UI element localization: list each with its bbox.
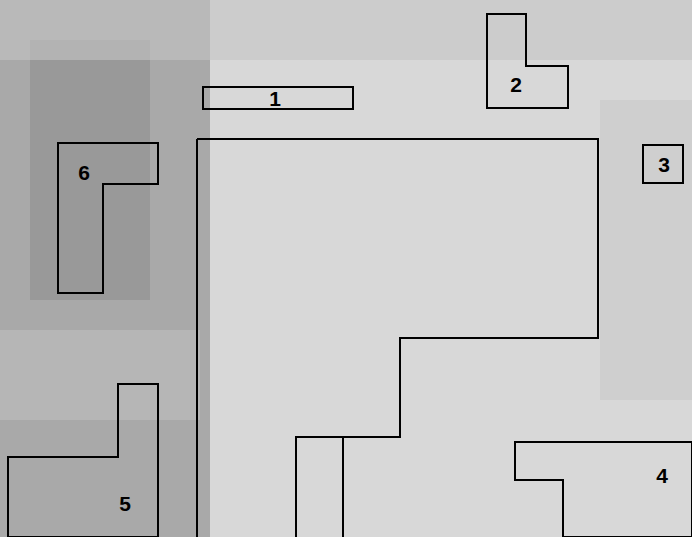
puzzle-piece: 3: [643, 145, 683, 183]
puzzle-piece: 2: [487, 14, 568, 108]
callout-number: 2: [510, 74, 522, 95]
puzzle-piece: 5: [8, 384, 158, 537]
piece-border: [8, 384, 158, 537]
callout-number: 1: [269, 88, 281, 109]
large-puzzle-piece: [197, 139, 598, 537]
piece-border: [643, 145, 683, 183]
column-shade: [600, 100, 692, 400]
piece-outline: [515, 442, 692, 537]
piece-outline: [8, 384, 158, 537]
piece-border: [487, 14, 568, 108]
piece-outline: [487, 14, 568, 108]
puzzle-piece: 1: [203, 87, 353, 109]
callout-number: 4: [656, 465, 668, 486]
photo-figure: [30, 40, 150, 300]
piece-border: [203, 87, 353, 109]
puzzle-piece: 4: [515, 442, 692, 537]
photo-shade: [0, 330, 200, 420]
photo-area: [0, 0, 210, 537]
puzzle-piece: 6: [58, 143, 158, 293]
piece-border: [515, 442, 692, 537]
callout-number: 3: [658, 154, 670, 175]
piece-outline: [58, 143, 158, 293]
piece-border: [58, 143, 158, 293]
headline-band: [0, 0, 692, 60]
callout-number: 5: [119, 493, 131, 514]
callout-number: 6: [78, 162, 90, 183]
